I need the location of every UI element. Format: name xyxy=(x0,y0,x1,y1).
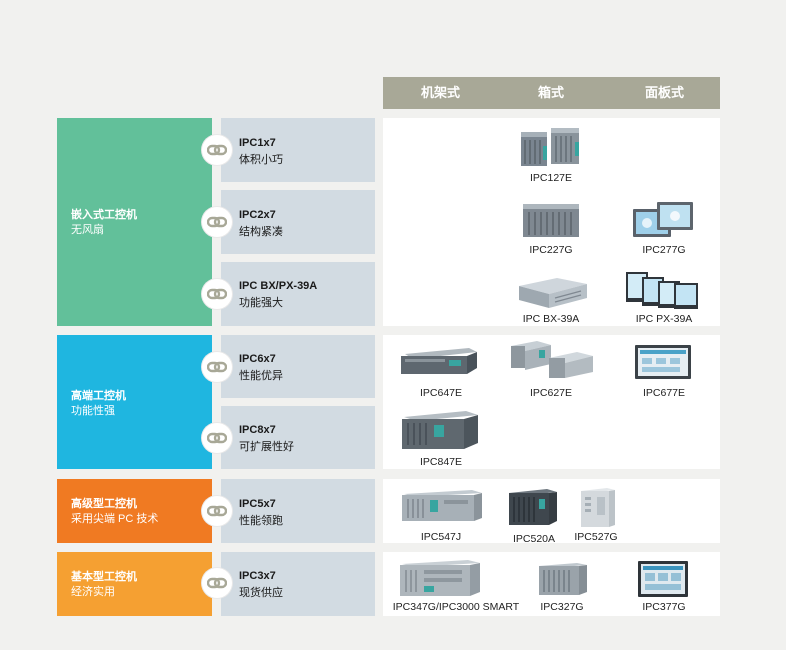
ipc527g-image[interactable] xyxy=(579,487,617,534)
ipc227g-image[interactable] xyxy=(521,201,581,244)
product-label: IPC277G xyxy=(642,244,686,256)
ipc547j-image[interactable] xyxy=(400,488,484,527)
series-desc: 功能强大 xyxy=(239,297,283,309)
ipc127e-image[interactable] xyxy=(519,126,583,173)
product-label: IPC547J xyxy=(420,531,462,543)
header-box: 箱式 xyxy=(537,85,564,100)
series-name: IPC BX/PX-39A xyxy=(239,280,318,292)
ipc-px-39a-image[interactable] xyxy=(624,270,704,315)
category-high-end: 高端工控机 功能性强 xyxy=(57,335,212,469)
series-ipc-bx-px-39a[interactable]: IPC BX/PX-39A 功能强大 xyxy=(221,262,375,326)
series-desc: 可扩展性好 xyxy=(239,441,294,453)
series-ipc1x7[interactable]: IPC1x7 体积小巧 xyxy=(221,118,375,182)
category-subtitle: 经济实用 xyxy=(71,586,115,598)
series-ipc5x7[interactable]: IPC5x7 性能领跑 xyxy=(221,479,375,543)
chain-link-icon[interactable] xyxy=(202,568,232,598)
header-rack: 机架式 xyxy=(420,85,460,100)
ipc520a-image[interactable] xyxy=(507,487,559,532)
chain-link-icon[interactable] xyxy=(202,352,232,382)
product-label: IPC PX-39A xyxy=(635,313,693,325)
series-desc: 体积小巧 xyxy=(239,154,283,166)
series-ipc3x7[interactable]: IPC3x7 现货供应 xyxy=(221,552,375,616)
category-subtitle: 采用尖端 PC 技术 xyxy=(71,513,159,525)
ipc-bx-39a-image[interactable] xyxy=(515,272,591,315)
ipc377g-image[interactable] xyxy=(637,560,689,603)
ipc647e-image[interactable] xyxy=(399,346,479,381)
series-desc: 性能优异 xyxy=(239,370,283,382)
series-name: IPC6x7 xyxy=(239,353,276,365)
series-name: IPC1x7 xyxy=(239,137,276,149)
ipc847e-image[interactable] xyxy=(400,409,480,456)
chain-link-icon[interactable] xyxy=(202,135,232,165)
product-label: IPC627E xyxy=(529,387,573,399)
category-embedded: 嵌入式工控机 无风扇 xyxy=(57,118,212,326)
product-label: IPC647E xyxy=(419,387,463,399)
series-desc: 结构紧凑 xyxy=(239,226,283,238)
ipc277g-image[interactable] xyxy=(631,199,695,246)
series-ipc6x7[interactable]: IPC6x7 性能优异 xyxy=(221,335,375,398)
series-name: IPC2x7 xyxy=(239,209,276,221)
chain-link-icon[interactable] xyxy=(202,279,232,309)
product-label: IPC527G xyxy=(574,531,618,543)
series-ipc8x7[interactable]: IPC8x7 可扩展性好 xyxy=(221,406,375,469)
category-title: 高端工控机 xyxy=(71,390,126,402)
chain-link-icon[interactable] xyxy=(202,207,232,237)
product-label: IPC327G xyxy=(540,601,584,613)
series-name: IPC3x7 xyxy=(239,570,276,582)
category-subtitle: 功能性强 xyxy=(71,405,115,417)
category-advanced: 高级型工控机 采用尖端 PC 技术 xyxy=(57,479,212,543)
series-desc: 现货供应 xyxy=(239,587,283,599)
series-name: IPC8x7 xyxy=(239,424,276,436)
product-label: IPC377G xyxy=(642,601,686,613)
product-label: IPC BX-39A xyxy=(522,313,580,325)
ipc627e-image[interactable] xyxy=(509,338,595,385)
category-basic: 基本型工控机 经济实用 xyxy=(57,552,212,616)
ipc327g-image[interactable] xyxy=(537,561,589,602)
product-label: IPC677E xyxy=(642,387,686,399)
chain-link-icon[interactable] xyxy=(202,423,232,453)
category-title: 嵌入式工控机 xyxy=(71,209,137,221)
chain-link-icon[interactable] xyxy=(202,496,232,526)
product-label: IPC347G/IPC3000 SMART xyxy=(392,601,520,613)
product-label: IPC847E xyxy=(419,456,463,468)
ipc677e-image[interactable] xyxy=(634,344,692,385)
product-label: IPC127E xyxy=(529,172,573,184)
category-subtitle: 无风扇 xyxy=(71,224,104,236)
ipc347g-image[interactable] xyxy=(398,558,484,603)
product-label: IPC520A xyxy=(512,533,556,545)
form-factor-header: 机架式 箱式 面板式 xyxy=(383,77,720,109)
product-label: IPC227G xyxy=(529,244,573,256)
category-title: 高级型工控机 xyxy=(71,498,137,510)
header-panel: 面板式 xyxy=(644,85,684,100)
category-title: 基本型工控机 xyxy=(71,571,137,583)
series-ipc2x7[interactable]: IPC2x7 结构紧凑 xyxy=(221,190,375,254)
series-name: IPC5x7 xyxy=(239,498,276,510)
series-desc: 性能领跑 xyxy=(239,515,283,527)
